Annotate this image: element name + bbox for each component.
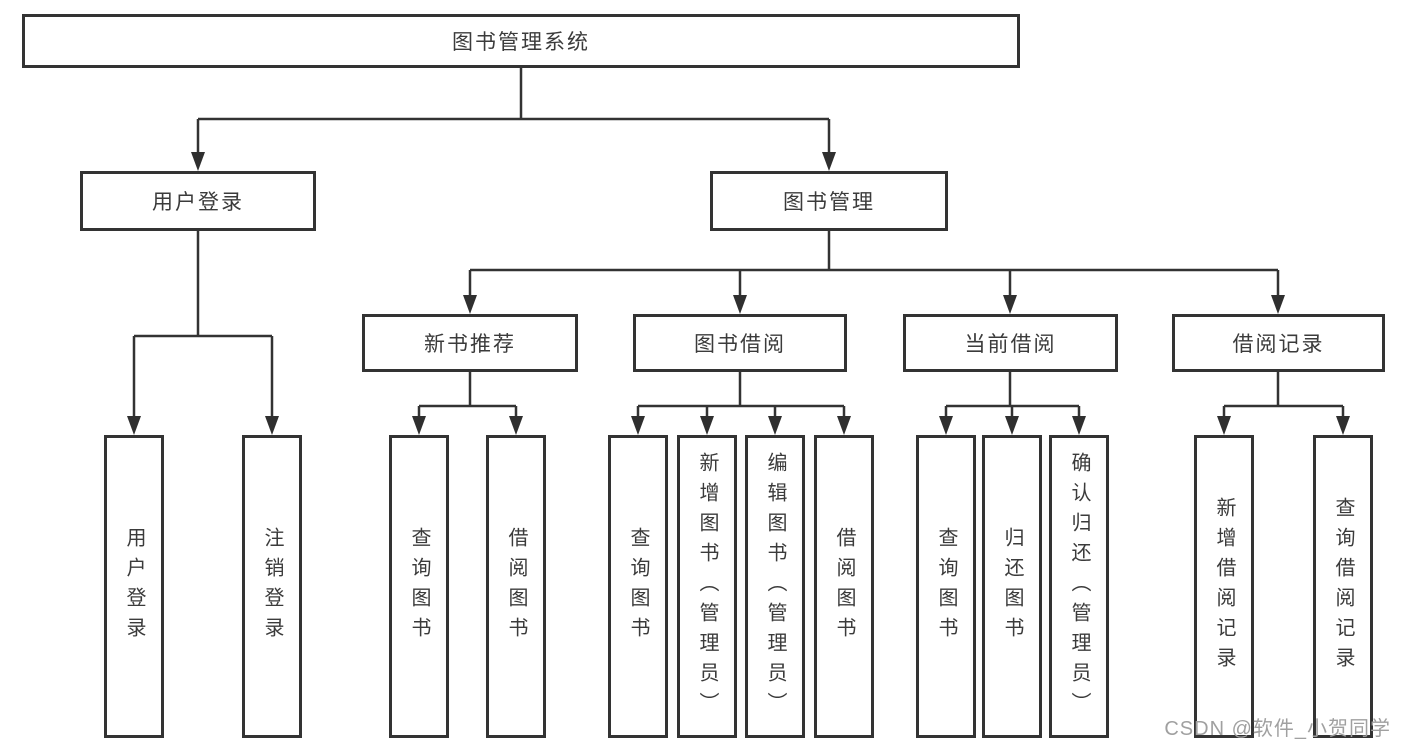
csdn-watermark: CSDN @软件_小贺同学 [1164, 718, 1391, 740]
node-new-book-recommend: 新书推荐 [362, 314, 578, 372]
leaf-search-books-current: 查询图书 [916, 435, 976, 738]
node-label: 用户登录 [152, 191, 244, 214]
leaf-label: 归还图书 [1001, 526, 1023, 647]
node-label: 图书管理 [783, 191, 875, 214]
leaf-label: 借阅图书 [833, 526, 855, 647]
leaf-search-books-recommend: 查询图书 [389, 435, 449, 738]
node-label: 图书借阅 [694, 333, 786, 356]
node-label: 当前借阅 [964, 333, 1057, 356]
leaf-label: 注销登录 [261, 526, 283, 647]
node-current-borrow: 当前借阅 [903, 314, 1118, 372]
leaf-label: 用户登录 [123, 526, 145, 647]
leaf-label: 借阅图书 [505, 526, 527, 647]
leaf-search-borrow-record: 查询借阅记录 [1313, 435, 1373, 738]
leaf-logout: 注销登录 [242, 435, 302, 738]
leaf-user-login: 用户登录 [104, 435, 164, 738]
leaf-search-books-borrow: 查询图书 [608, 435, 668, 738]
leaf-add-books-admin: 新增图书（管理员） [677, 435, 737, 738]
leaf-label: 编辑图书（管理员） [764, 451, 786, 722]
node-user-login: 用户登录 [80, 171, 316, 231]
node-label: 借阅记录 [1232, 333, 1325, 356]
leaf-label: 新增借阅记录 [1213, 496, 1235, 677]
node-label: 图书管理系统 [452, 31, 590, 54]
leaf-return-books: 归还图书 [982, 435, 1042, 738]
leaf-label: 查询图书 [408, 526, 430, 647]
node-library-management-system: 图书管理系统 [22, 14, 1020, 68]
node-book-borrow: 图书借阅 [633, 314, 847, 372]
node-label: 新书推荐 [424, 333, 516, 356]
leaf-label: 查询图书 [627, 526, 649, 647]
leaf-label: 新增图书（管理员） [696, 451, 718, 722]
leaf-borrow-books: 借阅图书 [814, 435, 874, 738]
node-borrow-records: 借阅记录 [1172, 314, 1385, 372]
leaf-borrow-books-recommend: 借阅图书 [486, 435, 546, 738]
node-book-management: 图书管理 [710, 171, 948, 231]
leaf-add-borrow-record: 新增借阅记录 [1194, 435, 1254, 738]
leaf-edit-books-admin: 编辑图书（管理员） [745, 435, 805, 738]
leaf-label: 查询图书 [935, 526, 957, 647]
leaf-label: 确认归还（管理员） [1068, 451, 1090, 722]
leaf-confirm-return-admin: 确认归还（管理员） [1049, 435, 1109, 738]
leaf-label: 查询借阅记录 [1332, 496, 1354, 677]
